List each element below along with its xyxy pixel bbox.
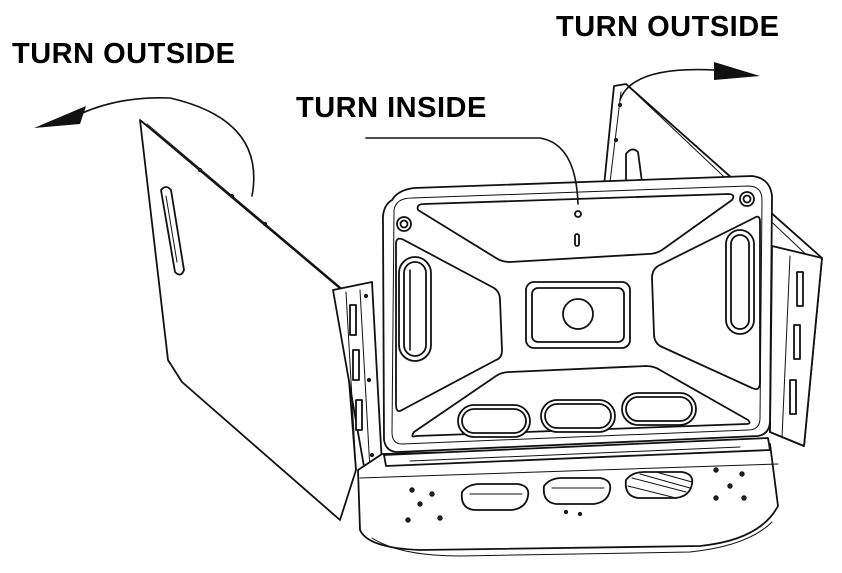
center-inside-pointer: [365, 137, 579, 205]
left-side-panel: [139, 119, 357, 521]
left-outside-arrow: [34, 97, 255, 197]
turn-outside-right-label: TURN OUTSIDE: [556, 11, 780, 43]
right-hinge-strip: [769, 245, 823, 447]
right-arrowhead: [714, 62, 760, 80]
left-arrowhead: [34, 106, 86, 128]
turn-outside-left-label: TURN OUTSIDE: [12, 38, 236, 70]
center-back-plate: [382, 175, 773, 453]
left-hinge-strip: [332, 281, 383, 479]
turn-inside-label: TURN INSIDE: [296, 92, 487, 124]
right-outside-arrow: [619, 62, 760, 101]
base-tray: [357, 437, 779, 557]
